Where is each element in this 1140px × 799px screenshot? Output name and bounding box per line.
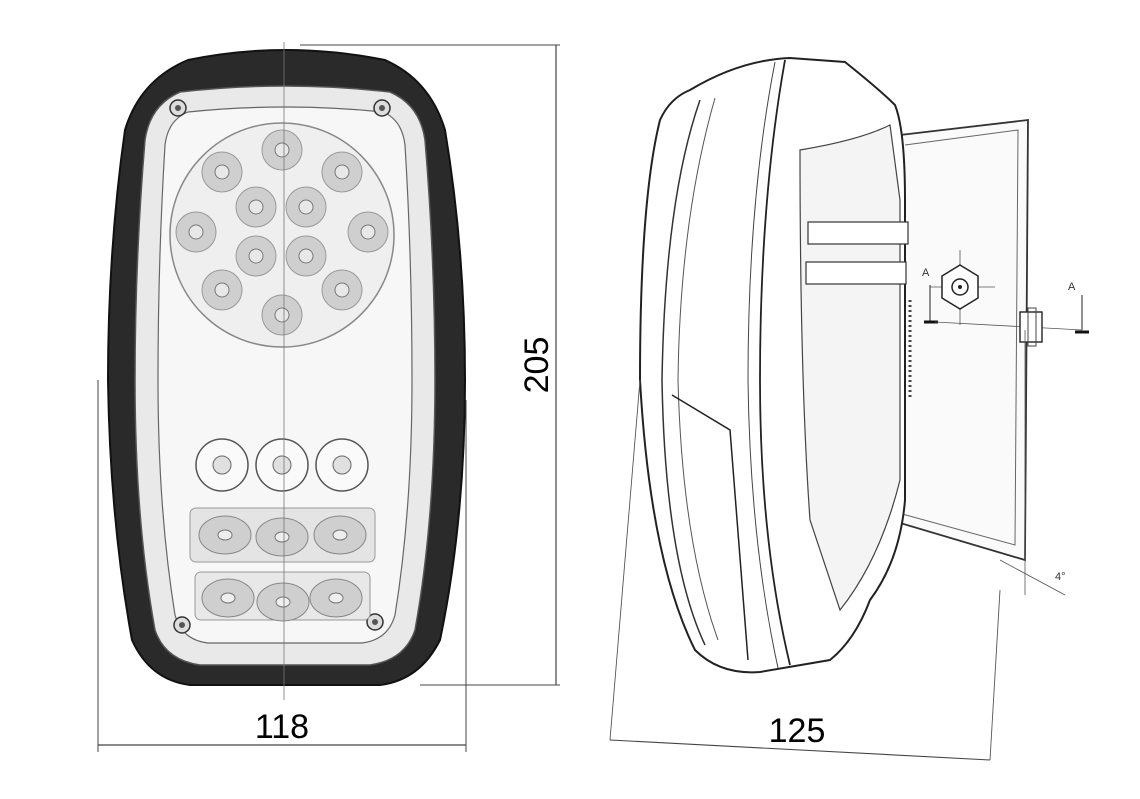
side-inner-recess: [799, 124, 901, 612]
front-height-label: 205: [518, 337, 556, 394]
led-cluster-leds: [175, 129, 389, 336]
section-marker-right: A: [1068, 281, 1089, 334]
front-view: [106, 42, 467, 700]
oval-lamp: [313, 515, 367, 555]
oval-lamp: [198, 515, 252, 555]
led: [235, 235, 277, 277]
side-depth-dimension: 125: [609, 379, 1001, 761]
oval-lamp: [309, 578, 363, 618]
round-lamp: [315, 438, 369, 492]
round-lamps: [195, 438, 369, 492]
led: [321, 151, 363, 193]
led: [347, 211, 389, 253]
side-clip-2: [805, 261, 907, 285]
mount-stud: [1019, 307, 1043, 347]
led: [261, 294, 303, 336]
led: [285, 235, 327, 277]
led: [261, 129, 303, 171]
led: [285, 186, 327, 228]
screw-icon: [366, 613, 384, 631]
screw-icon: [173, 616, 191, 634]
front-width-dimension: 118: [97, 380, 467, 752]
side-clip-1: [807, 221, 909, 245]
led: [321, 269, 363, 311]
oval-lamps: [198, 515, 367, 622]
led: [175, 211, 217, 253]
round-lamp: [195, 438, 249, 492]
led: [201, 269, 243, 311]
angle-indicator: 4°: [999, 330, 1066, 596]
side-view: [638, 56, 1029, 674]
led: [235, 186, 277, 228]
front-width-label: 118: [255, 708, 309, 746]
screw-icon: [373, 99, 391, 117]
front-height-dimension: 205: [300, 44, 560, 686]
side-depth-label: 125: [769, 712, 826, 750]
hex-nut-icon: [930, 250, 995, 325]
oval-lamp: [255, 517, 309, 557]
oval-lamp: [201, 578, 255, 618]
section-label-right: A: [1068, 281, 1076, 293]
angle-label: 4°: [1055, 571, 1066, 583]
screw-icon: [169, 99, 187, 117]
led: [201, 151, 243, 193]
round-lamp: [255, 438, 309, 492]
side-lens-profile: [661, 99, 706, 646]
oval-lamp: [256, 582, 310, 622]
section-label-left: A: [922, 267, 930, 279]
